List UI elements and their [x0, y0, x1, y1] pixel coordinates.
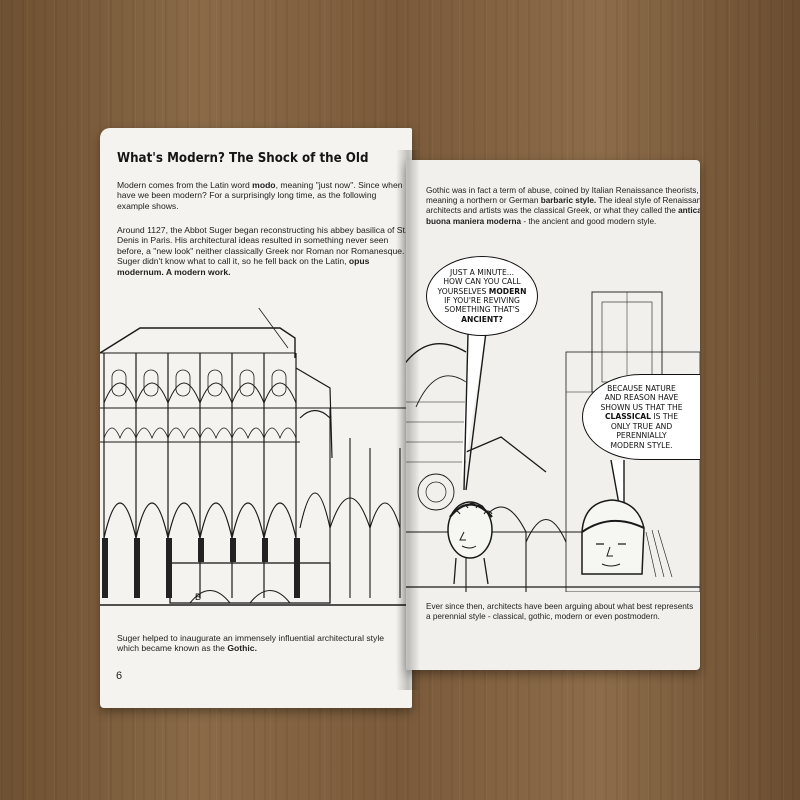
text-run: The ideal style of Renaissance architect…	[426, 196, 700, 216]
speech-bubble-just-a-minute: JUST A MINUTE... HOW CAN YOU CALL YOURSE…	[426, 256, 538, 336]
bubble-line: ONLY TRUE AND	[610, 421, 673, 431]
gothic-cathedral-cross-section-illustration: B	[100, 308, 410, 606]
text-run: Modern comes from the Latin word	[117, 180, 253, 190]
page-title: What's Modern? The Shock of the Old	[117, 150, 369, 166]
text-run: - the ancient and good modern style.	[521, 216, 657, 226]
bubble-text-bold: MODERN	[488, 286, 527, 296]
bubble-line: YOURSELVES MODERN	[438, 287, 527, 296]
bubble-line: IF YOU'RE REVIVING	[444, 296, 520, 305]
text-run: Suger didn't know what to call it, so he…	[117, 256, 349, 267]
text-run: , meaning "just now". Since when have we…	[117, 180, 403, 211]
bubble-line: SOMETHING THAT'S	[444, 305, 520, 315]
text-run: Gothic was in fact a term of abuse, coin…	[426, 186, 699, 206]
bubble-line-bold: ANCIENT?	[461, 314, 503, 324]
text-run-bold: modo	[252, 180, 276, 190]
right-page: Gothic was in fact a term of abuse, coin…	[406, 160, 700, 670]
bubble-line: SHOWN US THAT THE	[600, 402, 683, 412]
figure-label: B	[195, 592, 201, 602]
text-run-bold: Gothic.	[227, 643, 257, 654]
bubble-line: HOW CAN YOU CALL	[443, 277, 521, 287]
text-run-bold: barbaric style.	[540, 196, 597, 206]
speech-bubble-because-nature: BECAUSE NATURE AND REASON HAVE SHOWN US …	[582, 374, 700, 460]
bubble-line: MODERN STYLE.	[610, 440, 673, 450]
left-page: What's Modern? The Shock of the Old Mode…	[100, 128, 412, 708]
bubble-text-bold: CLASSICAL	[604, 412, 651, 422]
bubble-line: BECAUSE NATURE	[607, 384, 676, 394]
renaissance-dome-church-illustration	[406, 291, 700, 592]
paragraph-gothic-style: Suger helped to inaugurate an immensely …	[117, 633, 407, 654]
paragraph-abbot-suger: Around 1127, the Abbot Suger began recon…	[117, 225, 409, 277]
bubble-line: CLASSICAL IS THE	[600, 412, 682, 421]
text-run: Around 1127, the Abbot Suger began recon…	[117, 225, 408, 256]
bubble-text: IS THE	[650, 412, 679, 422]
bubble-line: AND REASON HAVE	[604, 393, 679, 403]
book-gutter-shadow	[396, 150, 420, 690]
text-run-bold: opus modernum. A modern work.	[117, 256, 370, 277]
bubble-line: PERENNIALLY	[616, 431, 667, 441]
paragraph-gothic-abuse: Gothic was in fact a term of abuse, coin…	[426, 186, 700, 227]
page-number: 6	[116, 670, 123, 682]
paragraph-perennial-style: Ever since then, architects have been ar…	[426, 602, 694, 622]
bubble-text: YOURSELVES	[437, 286, 489, 296]
text-run: Suger helped to inaugurate an immensely …	[117, 633, 385, 654]
text-run-bold: antica e buona maniera moderna	[426, 206, 700, 226]
bubble-line: JUST A MINUTE...	[450, 267, 514, 277]
paragraph-modern-origin: Modern comes from the Latin word modo, m…	[117, 180, 409, 211]
